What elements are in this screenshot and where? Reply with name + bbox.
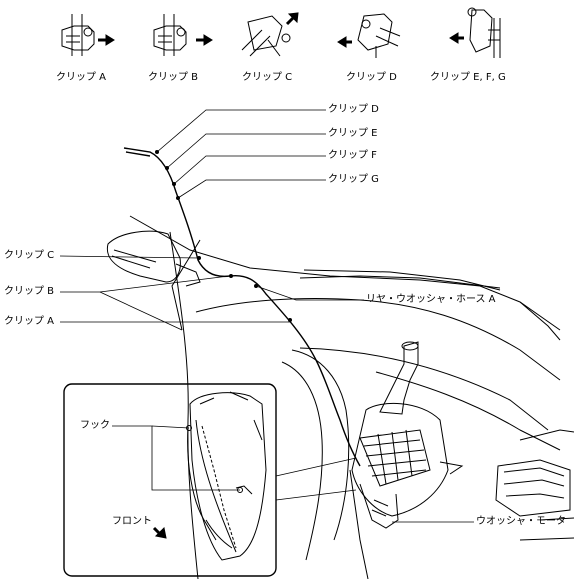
clip-a-legend-label: クリップ A — [56, 72, 107, 83]
clip-d-legend-label: クリップ D — [346, 72, 397, 83]
callout-clip-d: クリップ D — [328, 104, 379, 115]
clip-efg-legend-label: クリップ E, F, G — [430, 72, 506, 83]
rear-washer-hose — [123, 147, 361, 467]
callout-hook: フック — [80, 420, 110, 431]
clip-b-legend-label: クリップ B — [148, 72, 199, 83]
callout-clip-b: クリップ B — [4, 286, 55, 297]
clip-b-icon — [153, 14, 213, 56]
washer-tank — [351, 341, 464, 529]
car-body — [129, 215, 574, 580]
callout-clip-g: クリップ G — [328, 174, 379, 185]
clip-a-icon — [61, 14, 115, 56]
callout-leaders — [59, 109, 474, 523]
callout-rear-washer-hose: リヤ・ウオッシャ・ホース A — [366, 294, 496, 305]
clip-d-icon — [337, 13, 401, 58]
clip-c-legend-label: クリップ C — [242, 72, 293, 83]
hose-clip-markers — [155, 150, 292, 322]
callout-front: フロント — [112, 516, 152, 527]
clip-c-icon — [241, 12, 299, 57]
callout-clip-c: クリップ C — [4, 250, 55, 261]
callout-washer-motor: ウオッシャ・モータ — [476, 516, 566, 527]
callout-clip-f: クリップ F — [328, 150, 377, 161]
side-mirror — [106, 230, 201, 287]
callout-clip-e: クリップ E — [328, 128, 378, 139]
clip-efg-icon — [449, 7, 501, 58]
detail-inset — [63, 383, 357, 577]
callout-clip-a: クリップ A — [4, 316, 55, 327]
